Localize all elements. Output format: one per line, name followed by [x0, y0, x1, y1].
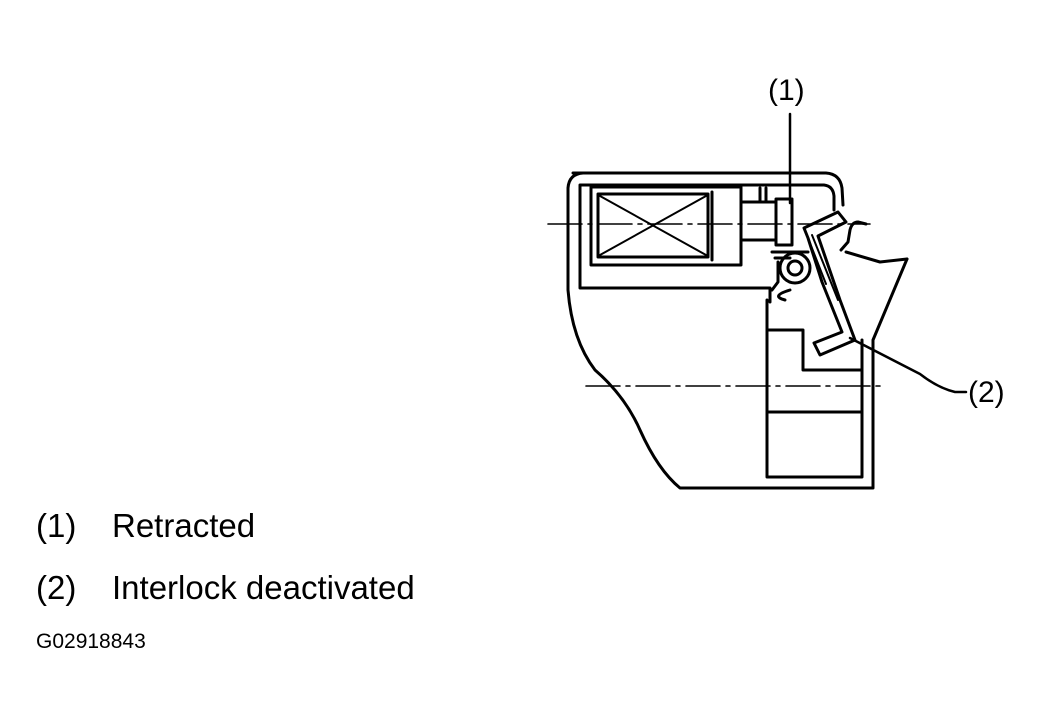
leader-line-2: [848, 336, 968, 394]
solenoid-cross: [599, 195, 707, 256]
legend-text: Interlock deactivated: [112, 569, 415, 606]
legend-item-interlock-deactivated: (2) Interlock deactivated: [36, 570, 415, 606]
figure-code: G02918843: [36, 630, 146, 653]
solenoid-coil: [596, 192, 710, 259]
callout-2: (2): [968, 376, 1005, 409]
legend-text: Retracted: [112, 507, 256, 544]
legend-number: (2): [36, 569, 77, 606]
callout-1: (1): [768, 74, 805, 107]
interlock-lever-edge: [807, 234, 839, 301]
interlock-lever: [802, 210, 857, 357]
pivot-inner: [786, 259, 804, 277]
plunger-rod: [739, 186, 778, 242]
plunger-head: [774, 197, 794, 247]
housing-inner-frame: [578, 183, 836, 304]
lower-block: [765, 298, 864, 479]
legend-item-retracted: (1) Retracted: [36, 508, 255, 544]
housing-right-step: [839, 220, 909, 264]
legend-number: (1): [36, 507, 77, 544]
housing-outline: [566, 171, 909, 490]
solenoid-outer: [589, 185, 743, 267]
pivot-bracket: [770, 250, 810, 302]
